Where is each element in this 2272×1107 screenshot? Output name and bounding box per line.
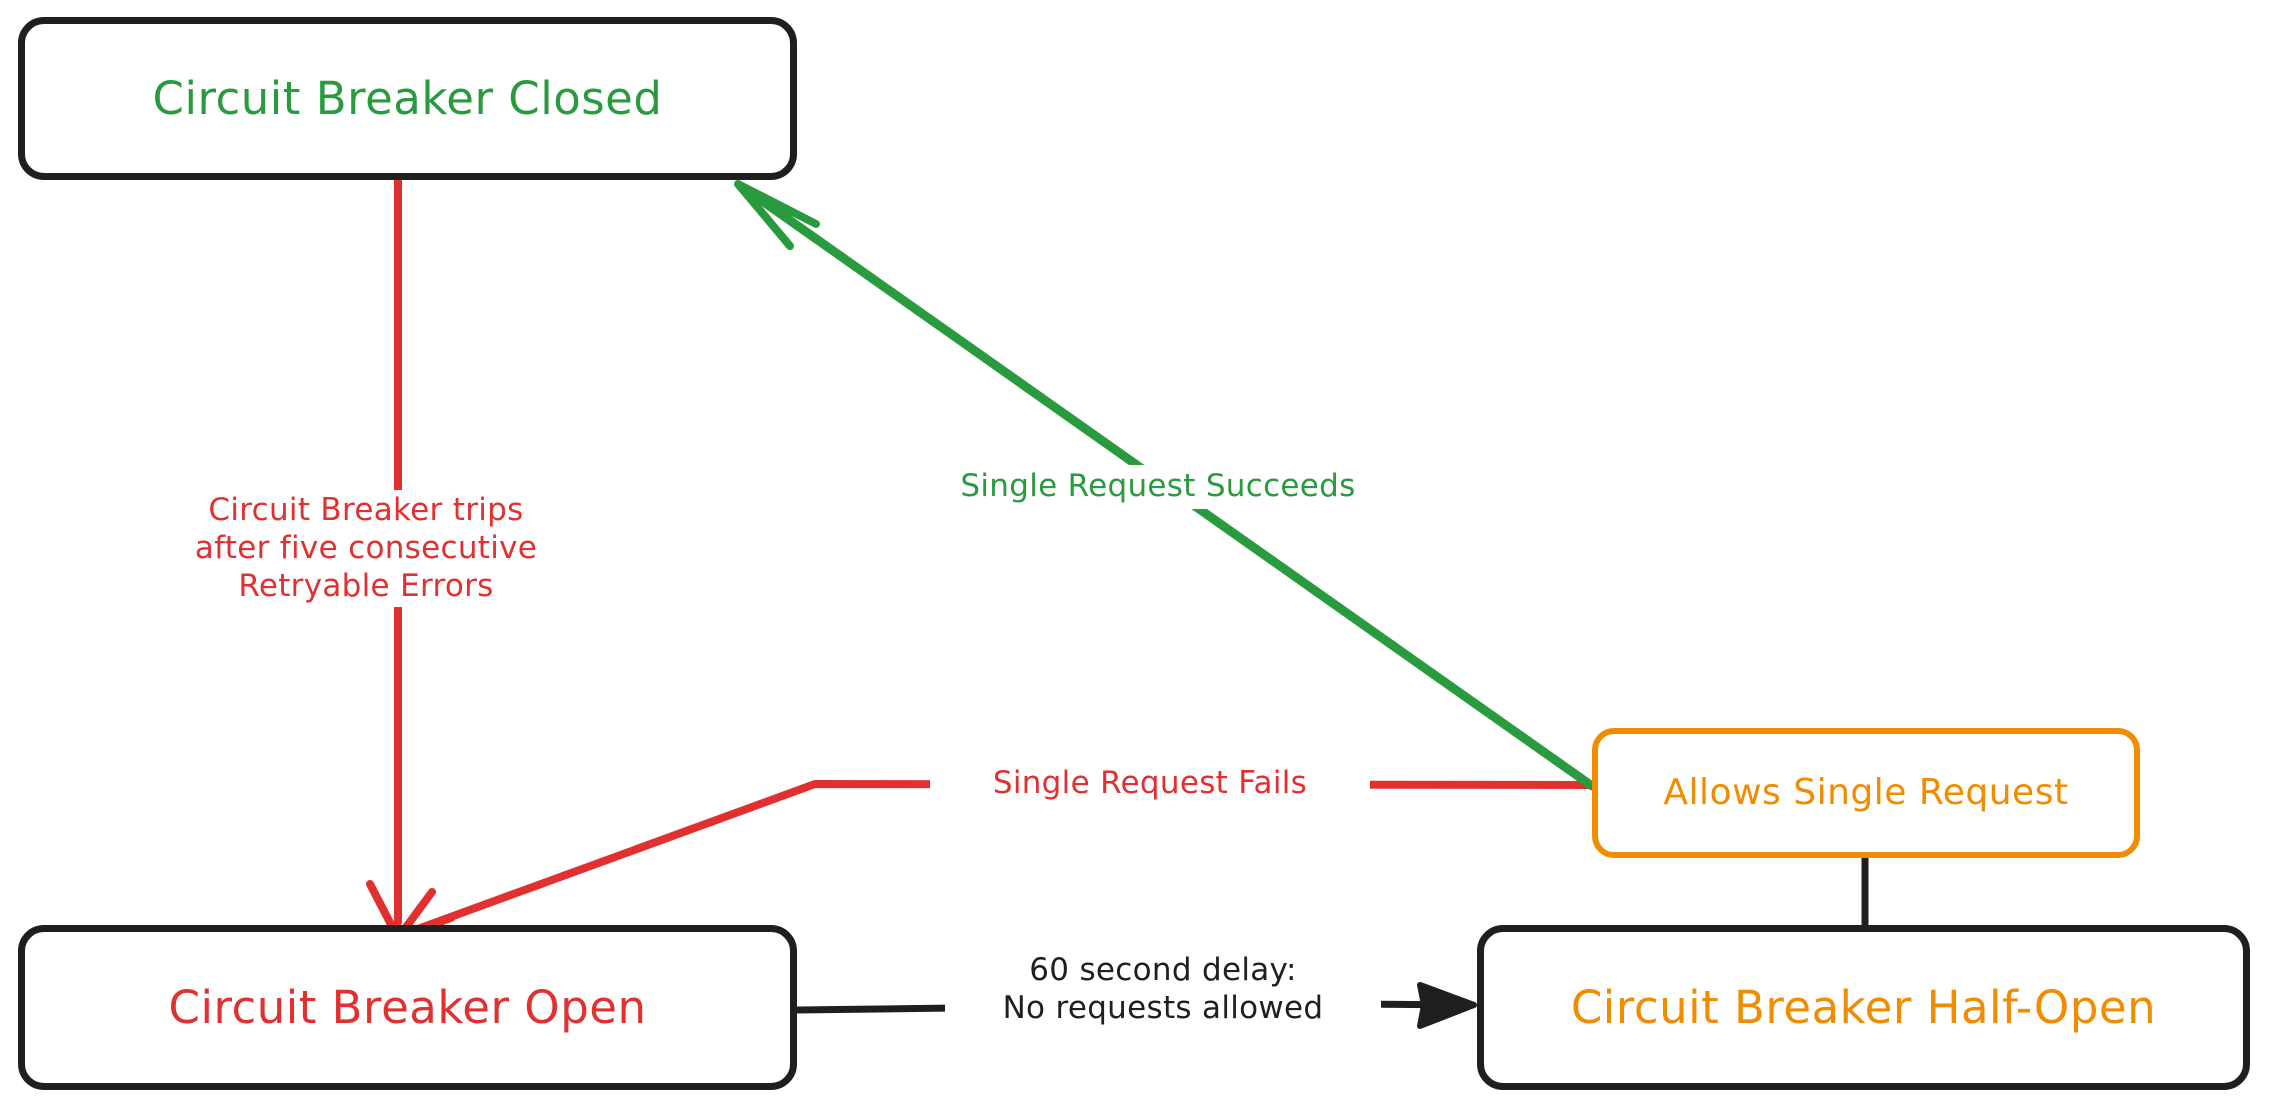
state-node-circuit-breaker-closed[interactable]: Circuit Breaker Closed <box>18 17 797 180</box>
edge-label-allows-to-closed: Single Request Succeeds <box>900 465 1416 509</box>
edge-label-open-to-half-open: 60 second delay: No requests allowed <box>945 950 1381 1030</box>
state-node-label-allows-single-request: Allows Single Request <box>1663 772 2069 814</box>
state-node-label-half-open: Circuit Breaker Half-Open <box>1570 980 2157 1034</box>
state-node-label-open: Circuit Breaker Open <box>168 980 647 1034</box>
state-node-circuit-breaker-open[interactable]: Circuit Breaker Open <box>18 925 797 1090</box>
state-node-label-closed: Circuit Breaker Closed <box>152 71 663 125</box>
state-node-circuit-breaker-half-open[interactable]: Circuit Breaker Half-Open <box>1477 925 2250 1090</box>
edge-label-allows-to-open: Single Request Fails <box>930 762 1370 806</box>
edge-allows-to-open <box>400 780 1596 938</box>
edge-label-closed-to-open: Circuit Breaker trips after five consecu… <box>160 490 572 608</box>
state-node-allows-single-request[interactable]: Allows Single Request <box>1592 728 2140 858</box>
